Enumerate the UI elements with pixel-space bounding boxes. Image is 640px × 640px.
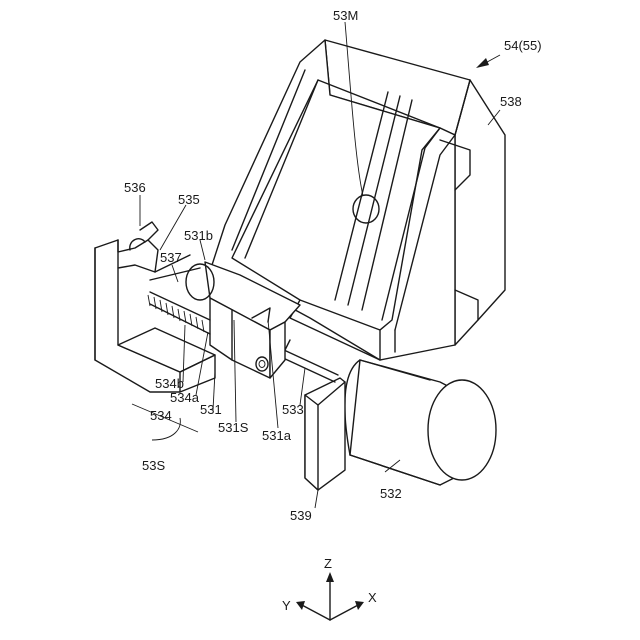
label-538: 538 xyxy=(500,94,522,109)
label-531a: 531a xyxy=(262,428,292,443)
spring-534 xyxy=(148,292,210,334)
z-arrow-icon xyxy=(326,572,334,582)
label-531S: 531S xyxy=(218,420,249,435)
label-535: 535 xyxy=(178,192,200,207)
bracket-539 xyxy=(305,378,345,490)
label-536: 536 xyxy=(124,180,146,195)
label-534b: 534b xyxy=(155,376,184,391)
label-53S: 53S xyxy=(142,458,165,473)
motor-532 xyxy=(345,360,496,485)
label-54-55: 54(55) xyxy=(504,38,542,53)
label-53M: 53M xyxy=(333,8,358,23)
arrow-head-icon xyxy=(476,58,489,68)
label-539: 539 xyxy=(290,508,312,523)
label-533: 533 xyxy=(282,402,304,417)
label-532: 532 xyxy=(380,486,402,501)
axis-label-x: X xyxy=(368,590,377,605)
label-537: 537 xyxy=(160,250,182,265)
label-531: 531 xyxy=(200,402,222,417)
axis-label-z: Z xyxy=(324,556,332,571)
label-531b: 531b xyxy=(184,228,213,243)
axis-label-y: Y xyxy=(282,598,291,613)
label-534a: 534a xyxy=(170,390,200,405)
axis-indicator xyxy=(296,572,364,620)
label-534: 534 xyxy=(150,408,172,423)
